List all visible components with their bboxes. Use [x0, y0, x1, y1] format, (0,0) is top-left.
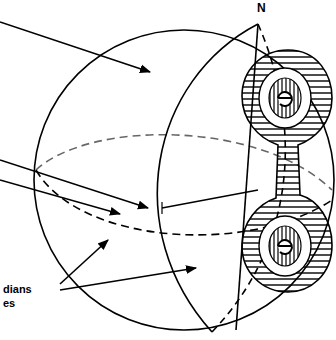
- leader-label: es: [2, 298, 16, 309]
- leader-arrows: [0, 22, 196, 290]
- north-label: N: [256, 2, 267, 14]
- leader-label: dians: [2, 284, 33, 295]
- orbital-lobes: [242, 50, 332, 292]
- globe-outline: [34, 24, 334, 332]
